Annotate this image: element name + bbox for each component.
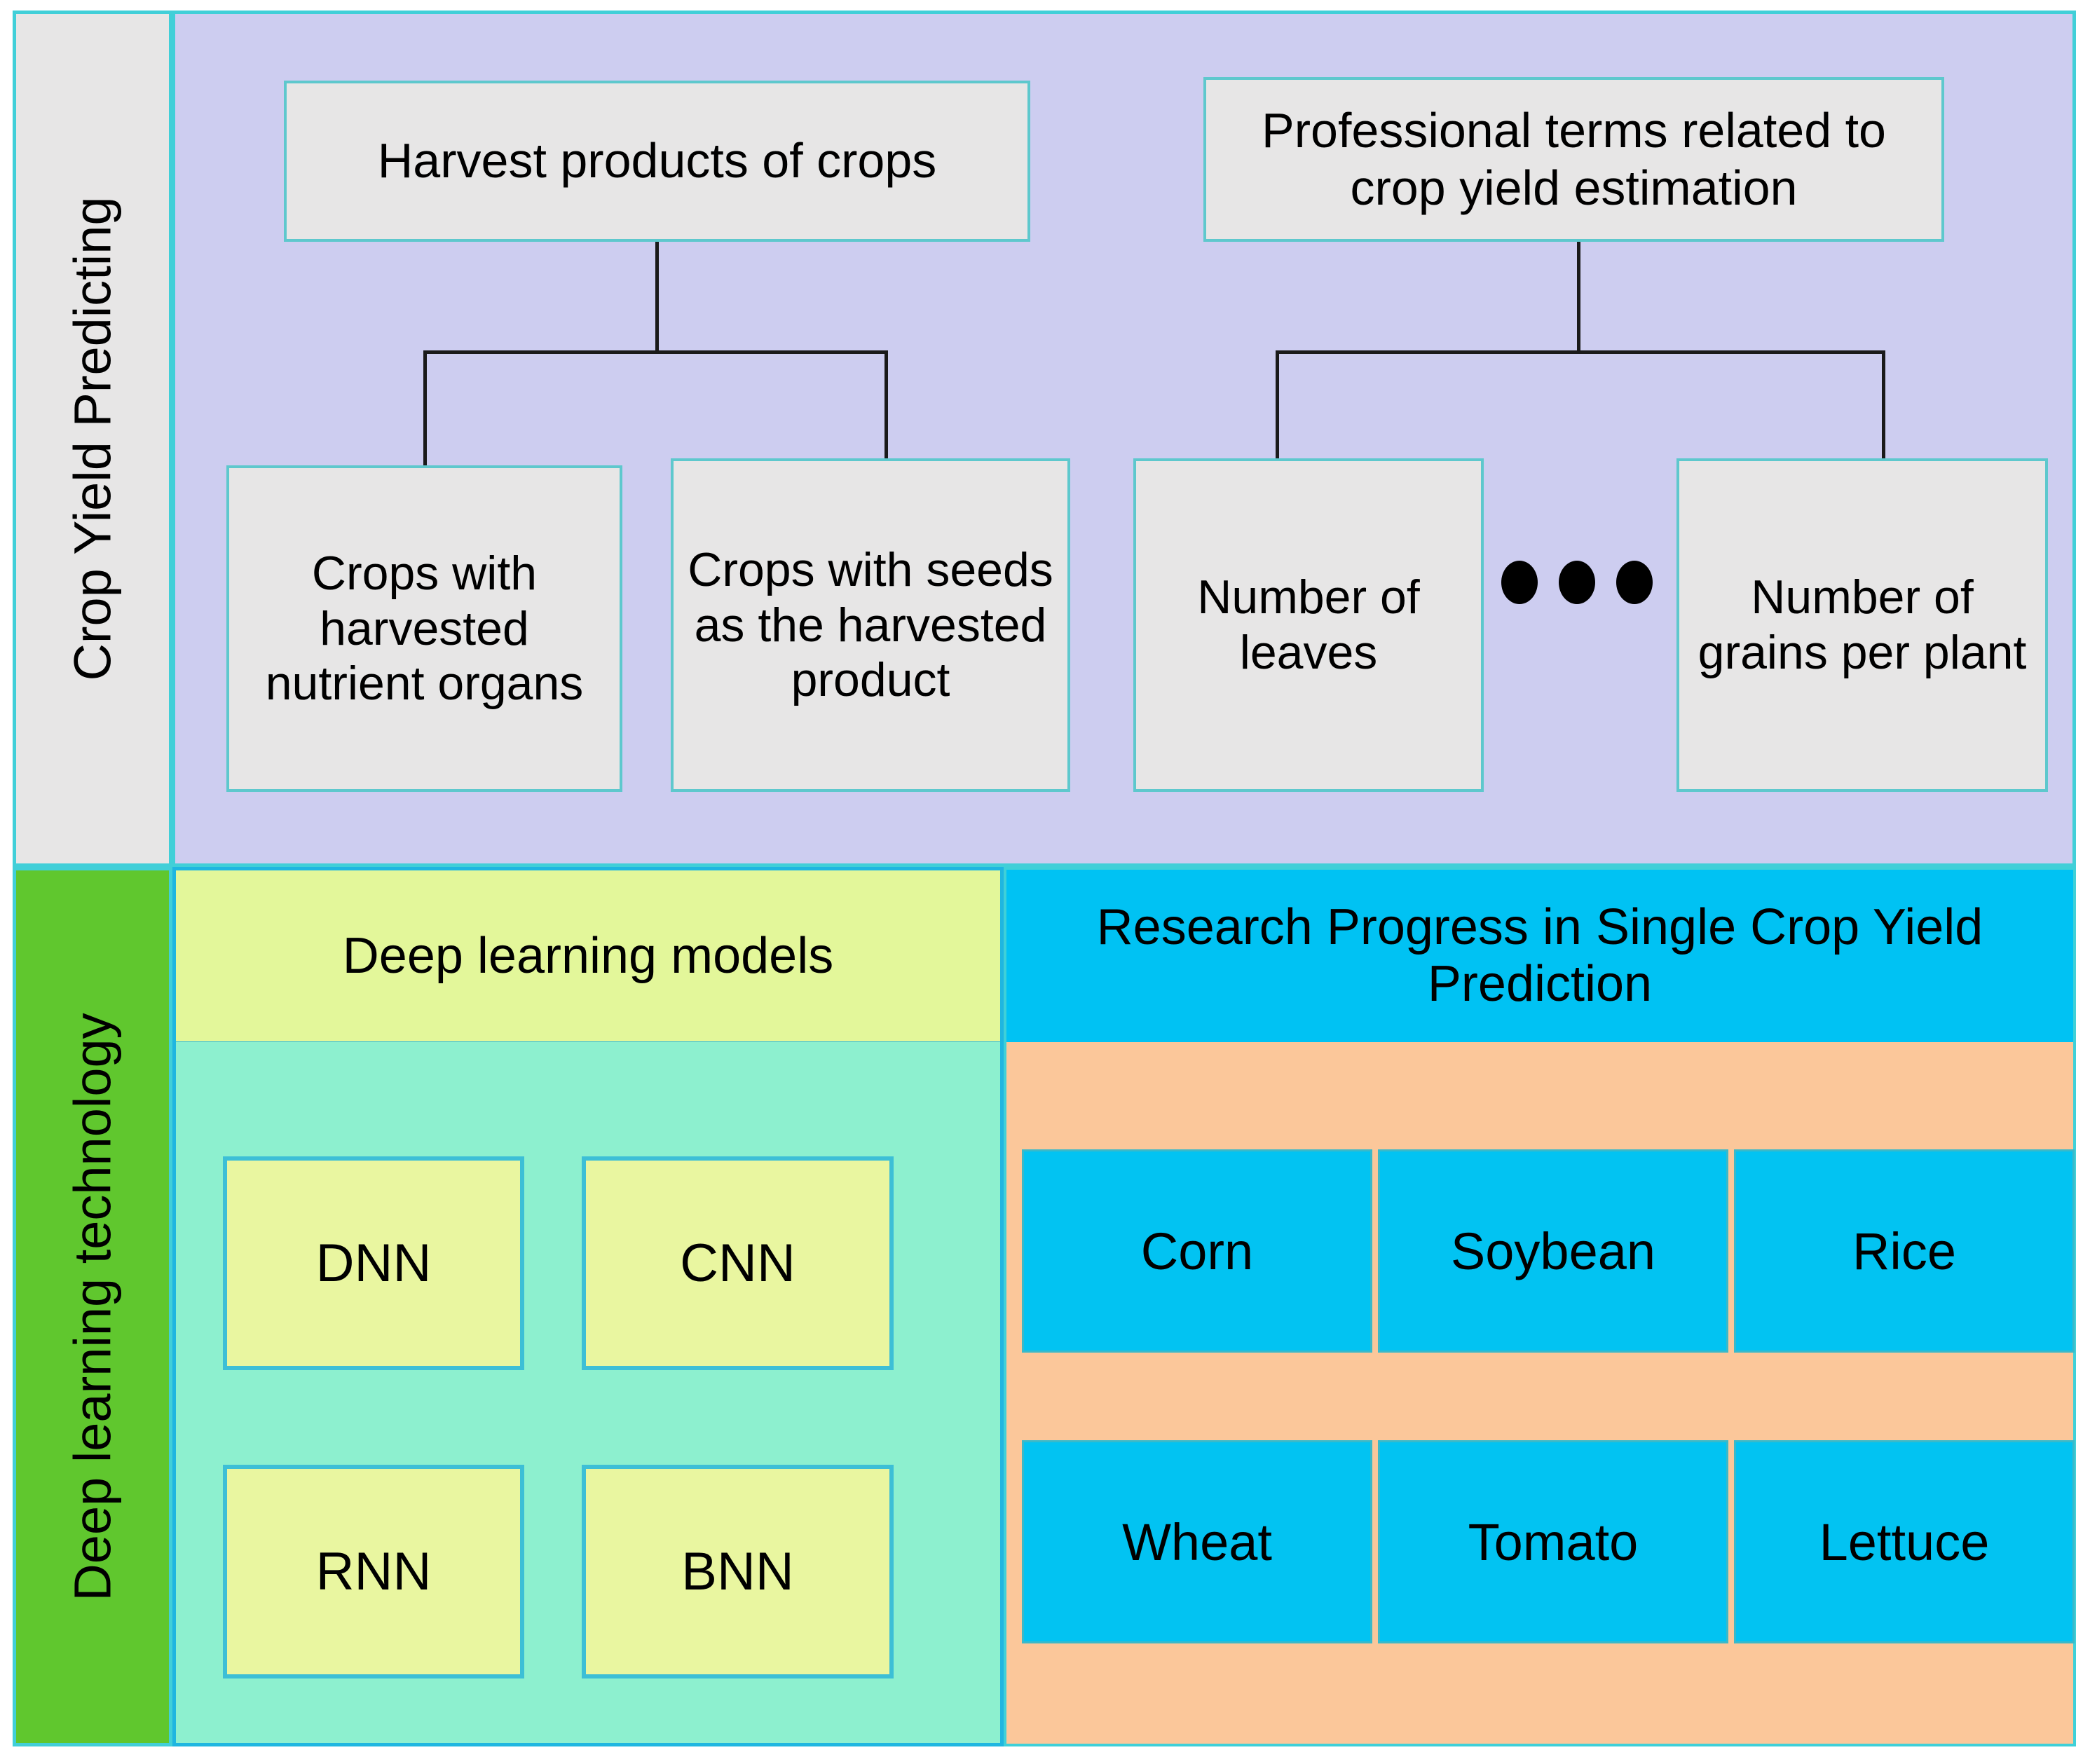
ellipsis-dot-2: [1559, 561, 1595, 604]
crop-box-tomato[interactable]: Tomato: [1378, 1440, 1728, 1643]
model-label: CNN: [680, 1233, 795, 1293]
crop-label: Wheat: [1122, 1512, 1272, 1571]
crop-box-lettuce[interactable]: Lettuce: [1734, 1440, 2075, 1643]
box-number-of-leaves[interactable]: Number of leaves: [1133, 458, 1484, 792]
crop-box-soybean[interactable]: Soybean: [1378, 1149, 1728, 1353]
crop-box-rice[interactable]: Rice: [1734, 1149, 2075, 1353]
crop-label: Rice: [1852, 1222, 1957, 1280]
sidebar-deep-learning-technology: Deep learning technology: [13, 867, 172, 1746]
model-box-bnn[interactable]: BNN: [582, 1465, 894, 1678]
model-box-cnn[interactable]: CNN: [582, 1156, 894, 1370]
connector-left-drop-2: [885, 350, 888, 461]
box-harvest-products-of-crops[interactable]: Harvest products of crops: [284, 81, 1030, 242]
connector-right-drop-1: [1276, 350, 1279, 461]
crop-box-wheat[interactable]: Wheat: [1022, 1440, 1372, 1643]
connector-right-root-stem: [1577, 242, 1580, 353]
crop-label: Soybean: [1450, 1222, 1656, 1280]
box-label: Crops with harvested nutrient organs: [265, 546, 584, 711]
crop-label: Tomato: [1468, 1512, 1639, 1571]
model-label: DNN: [315, 1233, 432, 1293]
crop-box-corn[interactable]: Corn: [1022, 1149, 1372, 1353]
box-label: Harvest products of crops: [377, 133, 937, 189]
crop-label: Lettuce: [1819, 1512, 1990, 1571]
box-professional-terms-related-to-crop-yield-estimation[interactable]: Professional terms related to crop yield…: [1203, 77, 1944, 242]
box-crops-with-harvested-nutrient-organs[interactable]: Crops with harvested nutrient organs: [226, 465, 622, 792]
research-progress-title: Research Progress in Single Crop Yield P…: [1096, 899, 1983, 1012]
box-crops-with-seeds-as-harvested-product[interactable]: Crops with seeds as the harvested produc…: [671, 458, 1070, 792]
connector-right-drop-2: [1882, 350, 1885, 461]
deep-learning-models-title: Deep learning models: [342, 928, 834, 984]
connector-left-root-stem: [655, 242, 659, 353]
connector-left-crossbar: [423, 350, 888, 354]
box-number-of-grains-per-plant[interactable]: Number of grains per plant: [1676, 458, 2048, 792]
research-progress-header: Research Progress in Single Crop Yield P…: [1004, 867, 2076, 1045]
box-label: Number of leaves: [1197, 570, 1420, 679]
model-label: BNN: [681, 1542, 794, 1601]
ellipsis-icon: [1501, 561, 1653, 604]
model-box-rnn[interactable]: RNN: [223, 1465, 524, 1678]
box-label: Professional terms related to crop yield…: [1262, 103, 1886, 215]
connector-right-crossbar: [1276, 350, 1885, 354]
box-label: Crops with seeds as the harvested produc…: [688, 542, 1053, 707]
model-label: RNN: [315, 1542, 432, 1601]
sidebar-top-label: Crop Yield Predicting: [63, 196, 122, 681]
crop-label: Corn: [1140, 1222, 1254, 1280]
sidebar-bottom-label: Deep learning technology: [63, 1012, 122, 1601]
deep-learning-models-header: Deep learning models: [172, 867, 1004, 1045]
sidebar-crop-yield-predicting: Crop Yield Predicting: [13, 11, 172, 867]
ellipsis-dot-1: [1501, 561, 1538, 604]
model-box-dnn[interactable]: DNN: [223, 1156, 524, 1370]
box-label: Number of grains per plant: [1698, 570, 2027, 679]
ellipsis-dot-3: [1616, 561, 1653, 604]
connector-left-drop-1: [423, 350, 427, 467]
